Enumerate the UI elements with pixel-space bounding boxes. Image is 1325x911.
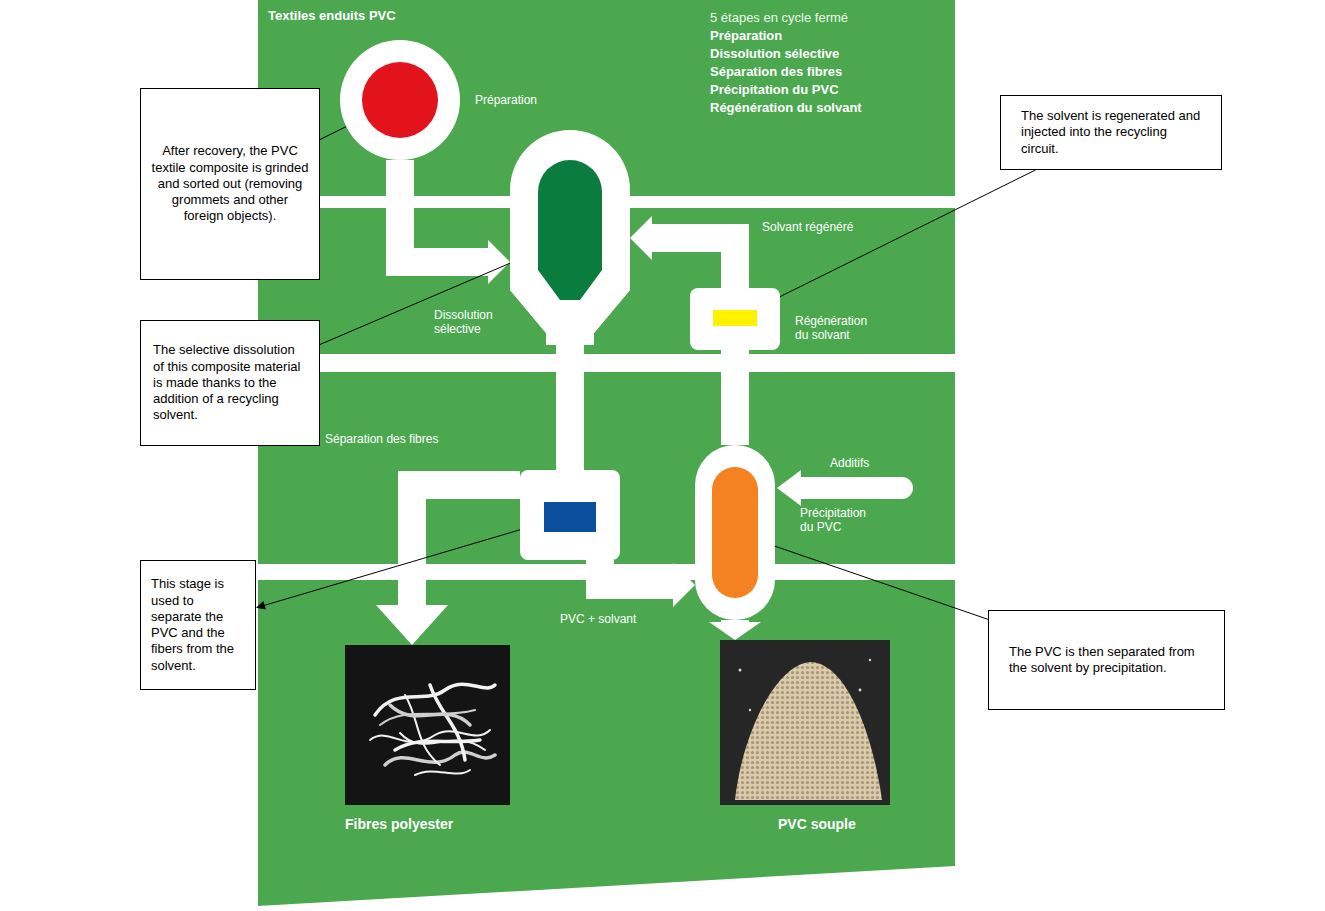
arrowhead xyxy=(673,563,695,607)
leader-line xyxy=(256,530,520,610)
text-anchor: Précipitation du PVC xyxy=(800,506,880,535)
leader-stroke xyxy=(775,546,988,619)
step-label: PVC souple xyxy=(778,816,856,833)
step-list-item: Précipitation du PVC xyxy=(710,82,839,98)
step-list-item: 5 étapes en cycle fermé xyxy=(710,10,848,26)
precipitation-tank-shape xyxy=(695,445,775,620)
text-anchor: PVC souple xyxy=(778,816,856,833)
flow-pipe xyxy=(556,345,584,470)
text-anchor: Fibres polyester xyxy=(345,816,453,833)
pvc-photo-shape xyxy=(720,640,890,805)
step-label: Séparation des fibres xyxy=(325,432,438,446)
text-anchor: Précipitation du PVC xyxy=(710,82,839,98)
leader-line xyxy=(320,127,346,140)
process-circle-shape xyxy=(340,40,460,160)
flow-arrow xyxy=(709,620,761,640)
step-list-item: Dissolution sélective xyxy=(710,46,839,62)
callout-box: After recovery, the PVC textile composit… xyxy=(140,88,320,280)
leader-stroke xyxy=(320,127,346,140)
text-anchor: Séparation des fibres xyxy=(710,64,842,80)
arrowhead xyxy=(488,240,510,284)
flow-label: PVC + solvant xyxy=(560,612,636,626)
flow-arrow xyxy=(735,350,736,445)
flow-pipe xyxy=(412,485,520,605)
arrowhead xyxy=(256,601,266,610)
arrowhead xyxy=(709,622,761,640)
precipitation-tank: Précipitation du PVC xyxy=(695,445,775,620)
text-anchor: Séparation des fibres xyxy=(325,432,438,446)
green-band xyxy=(258,580,955,906)
leader-line xyxy=(775,546,988,619)
leader-stroke xyxy=(265,530,520,606)
callout-text: The selective dissolution of this compos… xyxy=(153,342,307,423)
text-anchor: Solvant régénéré xyxy=(762,220,853,234)
callout-box: This stage is used to separate the PVC a… xyxy=(140,560,256,690)
step-label: Préparation xyxy=(475,93,537,107)
flow-arrow xyxy=(376,485,520,645)
fibers-photo-shape xyxy=(345,645,510,805)
text-anchor: 5 étapes en cycle fermé xyxy=(710,10,848,26)
step-label: Précipitation du PVC xyxy=(800,506,880,535)
text-anchor: Dissolution sélective xyxy=(710,46,839,62)
step-label: Régénération du solvant xyxy=(795,314,880,343)
text-anchor: Préparation xyxy=(710,28,782,44)
flow-pipe xyxy=(721,620,749,622)
callout-text: The solvent is regenerated and injected … xyxy=(1021,108,1201,157)
step-label: Fibres polyester xyxy=(345,816,453,833)
callout-text: The PVC is then separated from the solve… xyxy=(1009,644,1204,677)
regeneration-box-shape xyxy=(690,288,780,350)
callout-box: The solvent is regenerated and injected … xyxy=(1000,95,1222,170)
additive-arrow xyxy=(777,470,902,506)
flow-pipe xyxy=(721,350,749,445)
step-list-item: Régénération du solvant xyxy=(710,100,862,116)
arrowhead xyxy=(376,605,448,645)
step-label: Dissolution sélective xyxy=(434,308,506,337)
text-anchor: Textiles enduits PVC xyxy=(268,8,396,24)
flow-arrow xyxy=(400,160,510,284)
text-anchor: Régénération du solvant xyxy=(795,314,880,343)
callout-text: This stage is used to separate the PVC a… xyxy=(151,576,245,674)
separation-box-shape xyxy=(520,470,620,560)
separation-box: Séparation des fibres xyxy=(520,470,620,560)
fibers-photo: Fibres polyester xyxy=(345,645,510,805)
text-anchor: Additifs xyxy=(830,456,869,470)
dissolution-vessel-shape xyxy=(510,130,630,345)
regeneration-box: Régénération du solvant xyxy=(690,288,780,350)
callout-text: After recovery, the PVC textile composit… xyxy=(151,143,309,224)
step-list-item: Préparation xyxy=(710,28,782,44)
text-anchor: Préparation xyxy=(475,93,537,107)
callout-box: The PVC is then separated from the solve… xyxy=(988,610,1225,710)
callout-box: The selective dissolution of this compos… xyxy=(140,320,320,446)
text-anchor: Régénération du solvant xyxy=(710,100,862,116)
flow-pipe xyxy=(600,560,673,585)
flow-arrow xyxy=(570,345,571,470)
flow-pipe xyxy=(652,238,735,288)
flow-arrow xyxy=(630,216,735,288)
text-anchor: Dissolution sélective xyxy=(434,308,506,337)
flow-arrow xyxy=(600,560,695,607)
process-circle: Préparation xyxy=(340,40,460,160)
flow-pipe xyxy=(400,160,488,262)
green-band xyxy=(258,372,955,564)
arrowhead xyxy=(630,216,652,260)
step-list-item: Séparation des fibres xyxy=(710,64,842,80)
leader-stroke xyxy=(320,263,510,344)
input-label: Additifs xyxy=(830,456,869,470)
text-anchor: PVC + solvant xyxy=(560,612,636,626)
flow-label: Solvant régénéré xyxy=(762,220,853,234)
pvc-photo: PVC souple xyxy=(720,640,890,805)
leader-line xyxy=(320,263,510,344)
diagram-title: Textiles enduits PVC xyxy=(268,8,396,24)
dissolution-vessel: Dissolution sélective xyxy=(510,130,630,345)
